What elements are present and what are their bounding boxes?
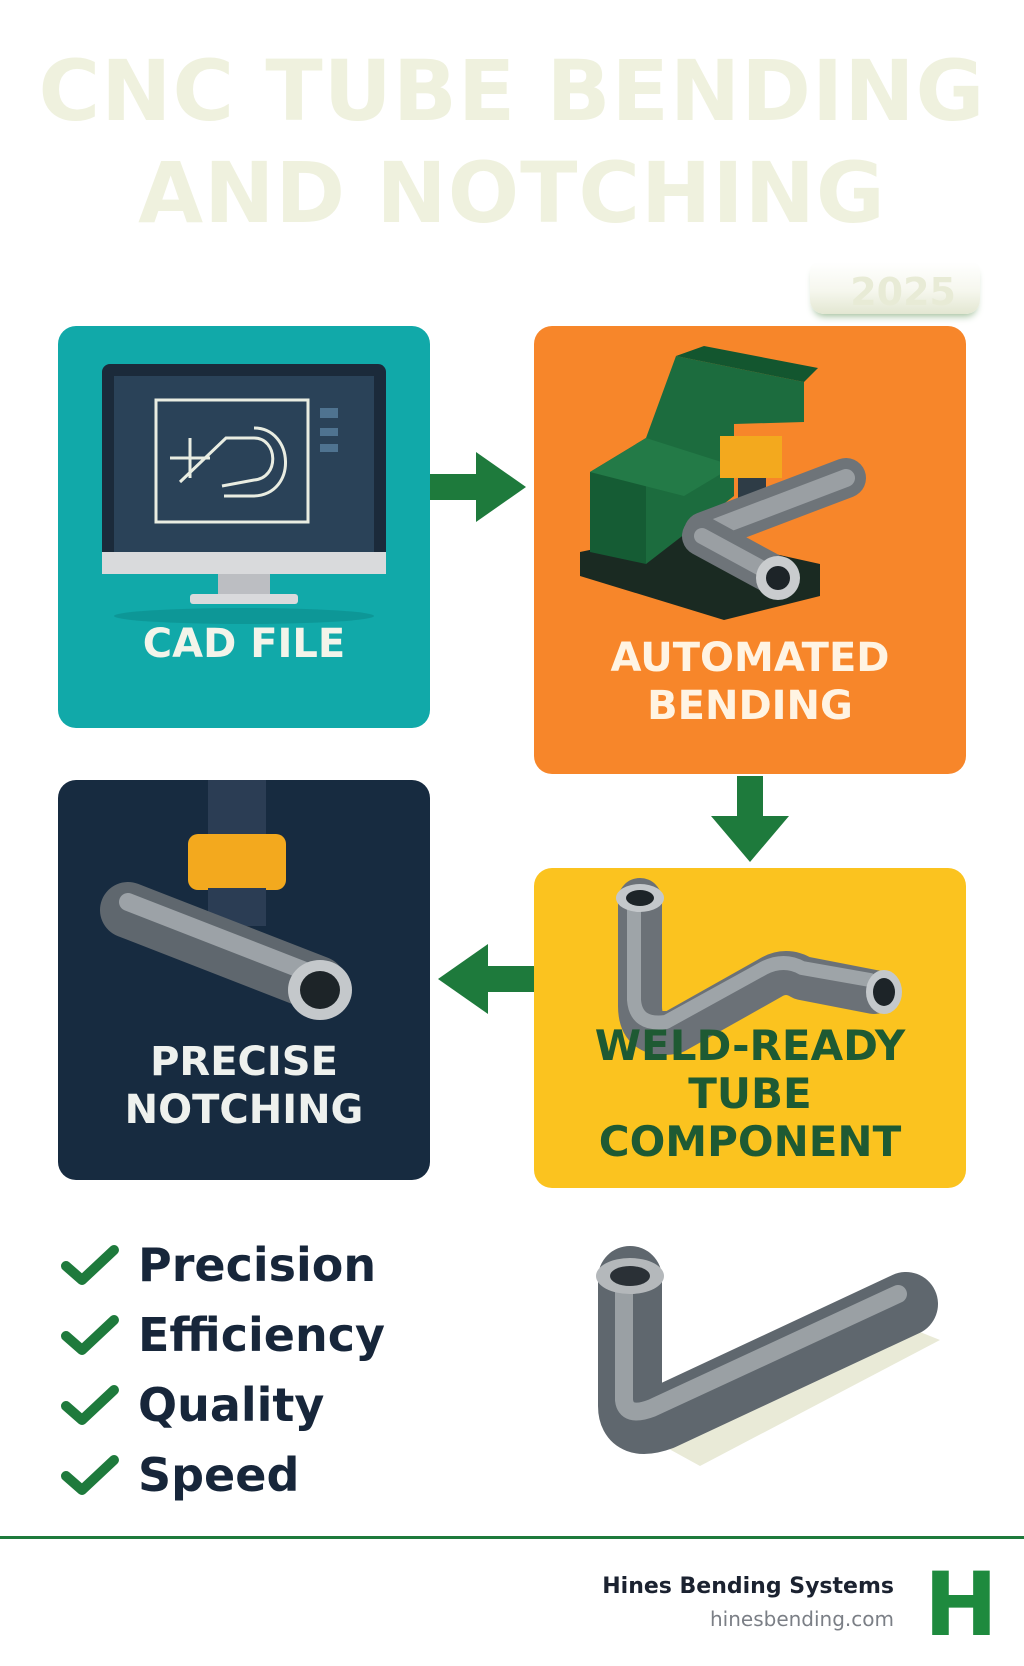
check-icon — [61, 1245, 119, 1285]
notching-tool-icon — [100, 780, 352, 1020]
year-label: 2025 — [850, 270, 956, 314]
step-card-weld-ready: WELD-READY TUBE COMPONENT — [534, 868, 966, 1188]
feature-item-efficiency: Efficiency — [60, 1300, 480, 1370]
arrow-down-icon — [711, 776, 789, 862]
svg-text:H: H — [926, 1565, 996, 1641]
year-tag: 2025 — [810, 262, 980, 314]
company-logo: H — [926, 1565, 996, 1641]
footer-divider — [0, 1536, 1024, 1539]
check-icon — [61, 1315, 119, 1355]
feature-list: Precision Efficiency Quality Speed — [60, 1230, 480, 1510]
step-card-precise-notching: PRECISE NOTCHING — [58, 780, 430, 1180]
step-label-precise-notching: PRECISE NOTCHING — [124, 1039, 364, 1133]
company-url[interactable]: hinesbending.com — [709, 1607, 894, 1631]
step-label-weld-ready: WELD-READY TUBE COMPONENT — [594, 1021, 906, 1166]
step-card-automated-bending: AUTOMATED BENDING — [534, 326, 966, 774]
monitor-cad-icon — [102, 364, 386, 624]
step-card-cad-file: CAD FILE — [58, 326, 430, 728]
page-title: CNC TUBE BENDING AND NOTCHING — [0, 40, 1024, 244]
bending-machine-icon — [580, 346, 866, 620]
feature-item-precision: Precision — [60, 1230, 480, 1300]
title-line-2: AND NOTCHING — [138, 144, 886, 242]
company-name: Hines Bending Systems — [602, 1574, 894, 1599]
l-tube-icon — [596, 1246, 940, 1466]
feature-item-speed: Speed — [60, 1440, 480, 1510]
step-label-automated-bending: AUTOMATED BENDING — [610, 635, 890, 729]
arrow-right-icon — [430, 452, 526, 522]
feature-item-quality: Quality — [60, 1370, 480, 1440]
check-icon — [61, 1455, 119, 1495]
title-line-1: CNC TUBE BENDING — [38, 42, 986, 140]
check-icon — [61, 1385, 119, 1425]
step-label-cad-file: CAD FILE — [142, 621, 346, 667]
bent-tube-icon — [616, 878, 902, 1055]
company-info: Hines Bending Systems hinesbending.com — [602, 1572, 894, 1636]
arrow-left-icon — [438, 944, 534, 1014]
